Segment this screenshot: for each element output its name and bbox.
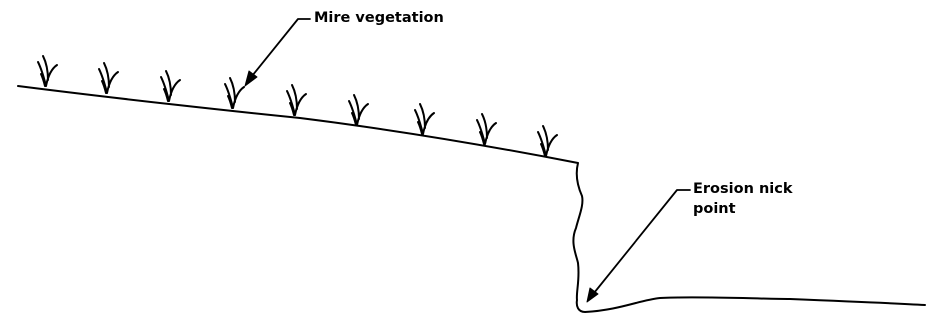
grass-tuft <box>99 63 118 93</box>
grass-tuft <box>225 78 244 108</box>
grass-tufts <box>38 56 557 156</box>
grass-tuft <box>38 56 57 86</box>
erosion-nick-point-label: Erosion nick point <box>693 179 792 219</box>
mire-leader <box>245 19 310 86</box>
grass-tuft <box>477 114 496 144</box>
erosion-leader <box>587 190 690 302</box>
grass-tuft <box>287 85 306 115</box>
mire-vegetation-label: Mire vegetation <box>314 8 444 28</box>
erosion-label-line1: Erosion nick <box>693 179 792 199</box>
grass-tuft <box>415 104 434 134</box>
grass-tuft <box>349 95 368 125</box>
erosion-label-line2: point <box>693 199 792 219</box>
grass-tuft <box>161 71 180 101</box>
grass-tuft <box>538 126 557 156</box>
